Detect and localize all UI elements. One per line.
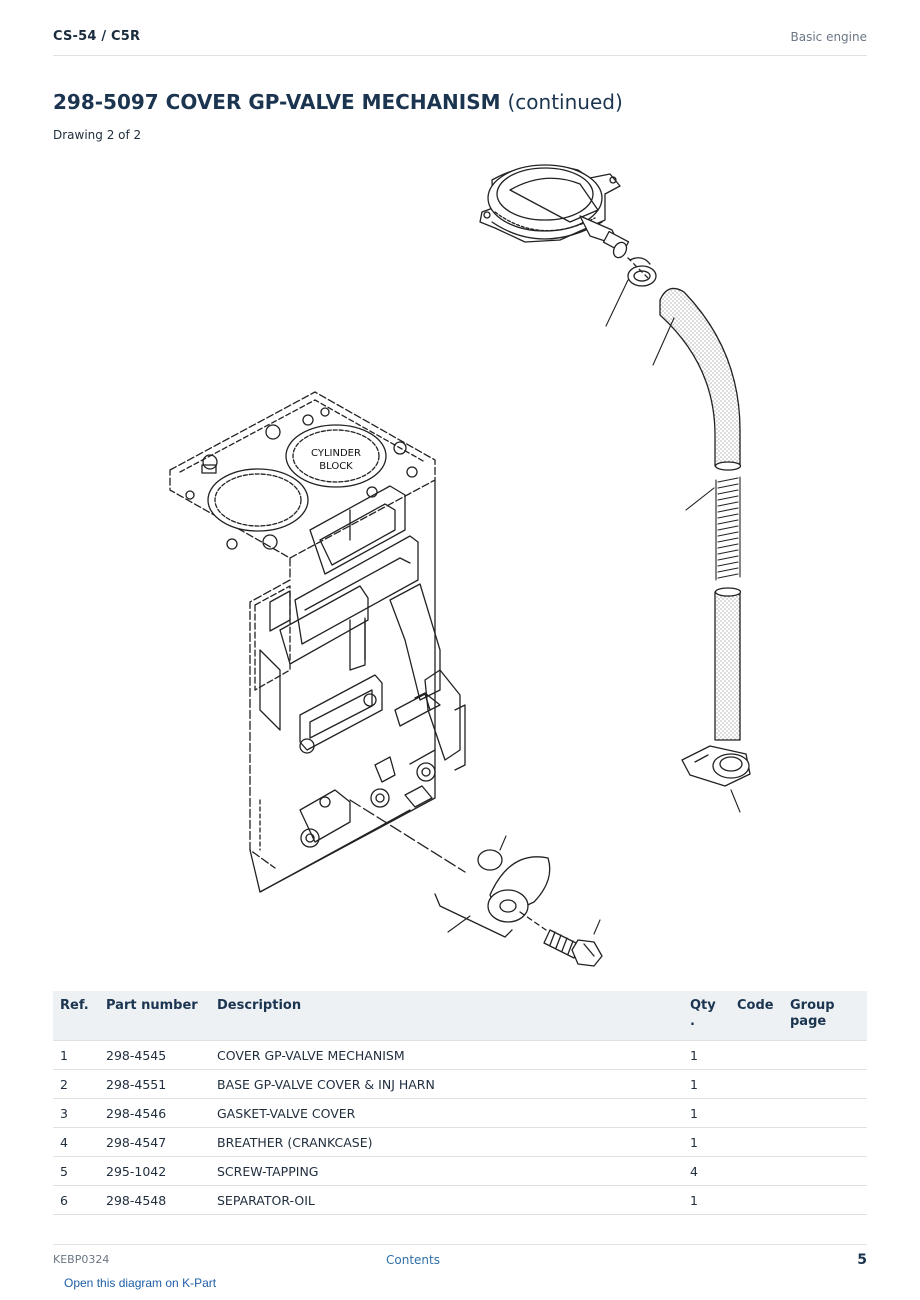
cell-code [730, 1069, 783, 1099]
hose-clamp-part [627, 257, 657, 287]
cell-ref: 3 [53, 1098, 99, 1128]
table-header-row: Ref. Part number Description Qty. Code G… [53, 991, 867, 1041]
tapping-screw-part [543, 929, 603, 967]
open-k-part-link[interactable]: Open this diagram on K-Part [64, 1276, 217, 1290]
breather-cap-part [487, 856, 551, 923]
cell-description: SEPARATOR-OIL [210, 1185, 683, 1215]
footer-divider [53, 1244, 867, 1245]
cell-group-page [783, 1185, 867, 1215]
col-group-line1: Group [790, 998, 835, 1013]
cell-code [730, 1127, 783, 1157]
col-group-line2: page [790, 1014, 827, 1029]
col-description: Description [210, 991, 683, 1041]
cell-part-number: 298-4551 [99, 1069, 210, 1099]
table-row: 3 298-4546 GASKET-VALVE COVER 1 [53, 1098, 867, 1128]
cell-description: BREATHER (CRANKCASE) [210, 1127, 683, 1157]
model-header: CS-54 / C5R [53, 29, 141, 44]
cylinder-label-bottom: BLOCK [319, 461, 353, 472]
cylinder-label-top: CYLINDER [311, 448, 361, 459]
cell-ref: 2 [53, 1069, 99, 1099]
parts-table: Ref. Part number Description Qty. Code G… [53, 991, 867, 1215]
cell-code [730, 1098, 783, 1128]
page-number: 5 [857, 1252, 867, 1268]
cell-qty: 1 [683, 1185, 730, 1215]
cell-part-number: 298-4546 [99, 1098, 210, 1128]
cell-qty: 1 [683, 1069, 730, 1099]
cell-qty: 4 [683, 1156, 730, 1186]
cell-group-page [783, 1040, 867, 1070]
cell-description: BASE GP-VALVE COVER & INJ HARN [210, 1069, 683, 1099]
col-code: Code [730, 991, 783, 1041]
table-row: 5 295-1042 SCREW-TAPPING 4 [53, 1156, 867, 1186]
exploded-parts-diagram: CYLINDER BLOCK [169, 164, 751, 967]
cell-qty: 1 [683, 1040, 730, 1070]
cell-ref: 5 [53, 1156, 99, 1186]
cell-description: COVER GP-VALVE MECHANISM [210, 1040, 683, 1070]
cell-part-number: 298-4547 [99, 1127, 210, 1157]
col-qty: Qty. [683, 991, 730, 1041]
cell-qty: 1 [683, 1127, 730, 1157]
cell-qty: 1 [683, 1098, 730, 1128]
table-row: 4 298-4547 BREATHER (CRANKCASE) 1 [53, 1127, 867, 1157]
cell-ref: 4 [53, 1127, 99, 1157]
table-row: 2 298-4551 BASE GP-VALVE COVER & INJ HAR… [53, 1069, 867, 1099]
breather-hose-lower [714, 591, 741, 741]
cell-group-page [783, 1127, 867, 1157]
cell-part-number: 298-4548 [99, 1185, 210, 1215]
table-row: 1 298-4545 COVER GP-VALVE MECHANISM 1 [53, 1040, 867, 1070]
cell-ref: 1 [53, 1040, 99, 1070]
cell-ref: 6 [53, 1185, 99, 1215]
document-id: KEBP0324 [53, 1253, 110, 1266]
col-ref: Ref. [53, 991, 99, 1041]
page-title: 298-5097 COVER GP-VALVE MECHANISM (conti… [53, 90, 623, 114]
oil-separator-part [681, 745, 751, 787]
cell-description: GASKET-VALVE COVER [210, 1098, 683, 1128]
title-continued: (continued) [507, 90, 623, 114]
cell-code [730, 1185, 783, 1215]
leader-lines [447, 279, 741, 935]
cell-group-page [783, 1156, 867, 1186]
contents-link[interactable]: Contents [386, 1253, 440, 1267]
cell-group-page [783, 1098, 867, 1128]
cell-part-number: 298-4545 [99, 1040, 210, 1070]
hose-spring-part [715, 476, 741, 581]
col-part-number: Part number [99, 991, 210, 1041]
gasket-ring-part [477, 849, 503, 871]
breather-hose-upper [659, 287, 741, 467]
cell-code [730, 1040, 783, 1070]
assembly-bracket [434, 893, 513, 938]
cell-group-page [783, 1069, 867, 1099]
section-header: Basic engine [790, 30, 867, 44]
cell-part-number: 295-1042 [99, 1156, 210, 1186]
cell-code [730, 1156, 783, 1186]
cell-description: SCREW-TAPPING [210, 1156, 683, 1186]
table-row: 6 298-4548 SEPARATOR-OIL 1 [53, 1185, 867, 1215]
valve-cover-part [479, 164, 630, 259]
drawing-number: Drawing 2 of 2 [53, 128, 142, 142]
cylinder-block-drawing [169, 391, 466, 893]
col-qty-line1: Qty [690, 998, 716, 1013]
header-divider [53, 55, 867, 56]
group-title: 298-5097 COVER GP-VALVE MECHANISM [53, 90, 501, 114]
col-qty-line2: . [690, 1014, 695, 1029]
